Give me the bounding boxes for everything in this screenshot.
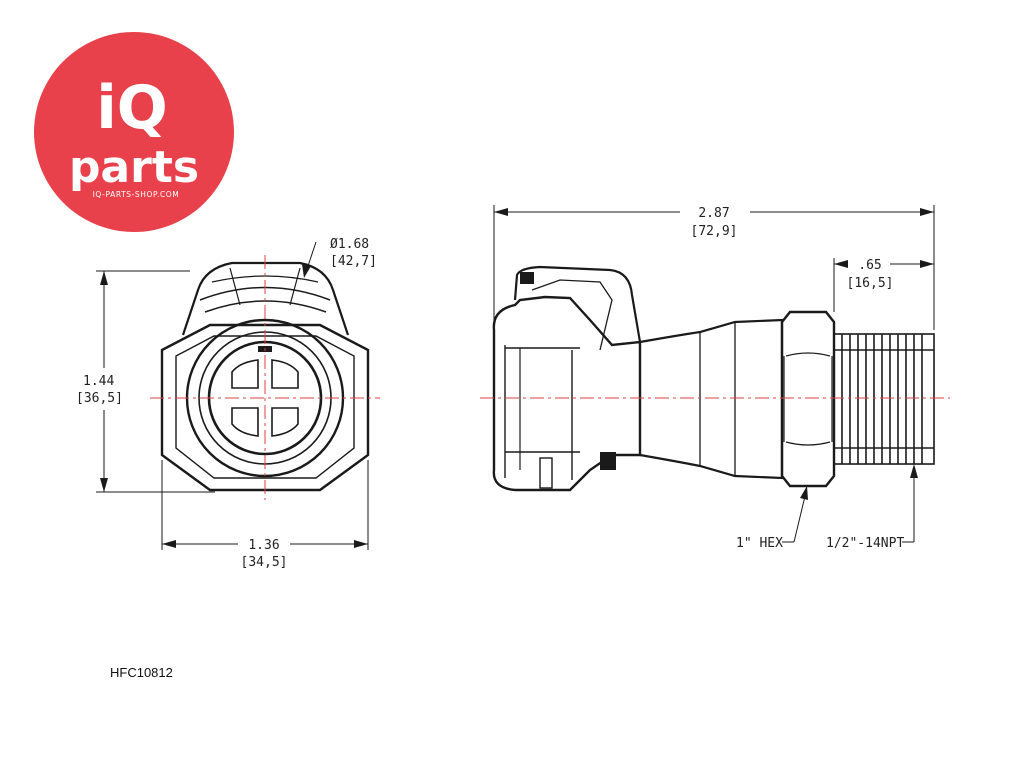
- front-diameter-in: Ø1.68: [330, 237, 369, 252]
- side-thread-length-mm: [16,5]: [847, 276, 894, 291]
- hex-body: [160, 323, 370, 492]
- npt-thread: [833, 333, 935, 465]
- side-dimensions: [493, 205, 935, 543]
- neck: [639, 318, 784, 480]
- front-width-mm: [34,5]: [241, 555, 288, 570]
- logo-text-iq: iQ: [96, 73, 168, 143]
- logo-text-parts: parts: [69, 142, 199, 193]
- hex-nut: [780, 310, 836, 488]
- side-view: [492, 265, 935, 492]
- iq-parts-logo: iQ parts IQ-PARTS-SHOP.COM: [34, 32, 234, 232]
- front-diameter-mm: [42,7]: [330, 254, 377, 269]
- side-length-mm: [72,9]: [691, 224, 738, 239]
- side-length-in: 2.87: [698, 206, 729, 221]
- coupling-body: [492, 295, 642, 492]
- logo-circle: [34, 32, 234, 232]
- logo-url: IQ-PARTS-SHOP.COM: [93, 190, 180, 199]
- latch-outline: [181, 261, 350, 336]
- thread-size-label: 1/2"-14NPT: [826, 536, 904, 551]
- side-thread-length-in: .65: [858, 258, 881, 273]
- front-height-in: 1.44: [83, 374, 114, 389]
- front-center-lines: [150, 255, 380, 500]
- hex-size-label: 1" HEX: [736, 536, 783, 551]
- front-dimensions: [96, 241, 369, 550]
- valve-face: [231, 359, 299, 437]
- front-width-in: 1.36: [248, 538, 279, 553]
- part-number: HFC10812: [110, 665, 173, 680]
- front-height-mm: [36,5]: [76, 391, 123, 406]
- latch-side: [513, 265, 642, 343]
